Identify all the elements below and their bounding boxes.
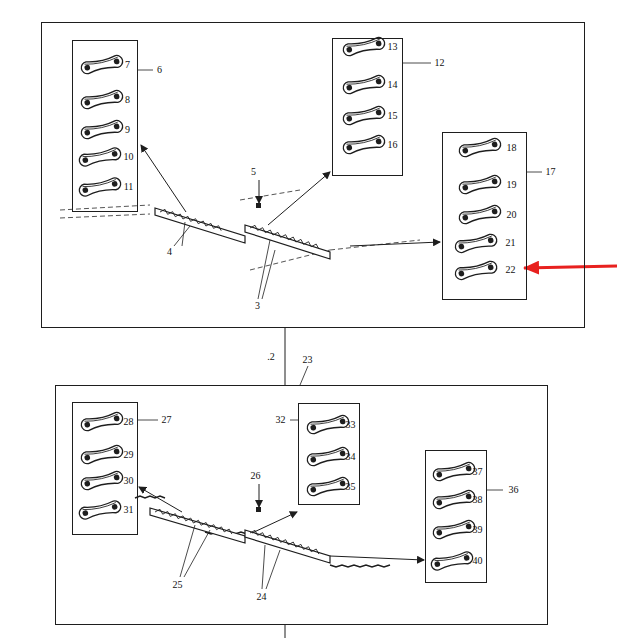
callout-number: 29 [124,450,134,460]
callout-number: 35 [346,482,356,492]
callout-number: 22 [506,265,516,275]
callout-number: 15 [388,111,398,121]
callout-number: 17 [546,167,556,177]
callout-number: 25 [173,580,183,590]
callout-number: 33 [346,420,356,430]
callout-number: 10 [124,152,134,162]
callout-number: 28 [124,417,134,427]
callout-number: 7 [125,60,130,70]
parts-box: 67891011 [72,40,138,212]
parts-box: 2728293031 [72,402,138,535]
callout-number: 23 [303,355,313,365]
callout-number: 6 [157,65,162,75]
callout-number: 26 [251,471,261,481]
callout-number: 16 [388,140,398,150]
callout-number: 37 [473,467,483,477]
callout-number: 38 [473,495,483,505]
connector-line [285,328,286,385]
callout-number: 18 [507,143,517,153]
callout-number: 24 [257,592,267,602]
callout-number: 32 [276,415,286,425]
callout-number: 40 [473,556,483,566]
assembly-frame: 5 4 3 6 7 8 9 10 11 12 13 14 15 16 17 18 19 20 21 22 [41,22,585,328]
callout-number: 11 [124,182,134,192]
callout-number: 19 [507,180,517,190]
parts-box: 3637383940 [425,450,487,583]
callout-number: 12 [435,58,445,68]
callout-number: .2 [266,352,276,362]
callout-number: 9 [125,125,130,135]
callout-number: 36 [509,485,519,495]
callout-number: 21 [506,238,516,248]
callout-number: 8 [125,95,130,105]
callout-number: 4 [167,247,172,257]
callout-number: 14 [388,80,398,90]
callout-number: 39 [473,525,483,535]
callout-number: 34 [346,452,356,462]
callout-number: 13 [388,42,398,52]
callout-number: 31 [124,505,134,515]
callout-number: 30 [124,476,134,486]
parts-box: 32333435 [298,403,360,505]
assembly-frame: 232625242728293031323334353637383940 [55,385,548,625]
callout-number: 20 [507,210,517,220]
parts-box: 171819202122 [442,132,527,300]
callout-number: 3 [255,301,260,311]
callout-number: 5 [251,167,256,177]
parts-box: 1213141516 [332,38,403,176]
callout-number: 27 [162,415,172,425]
